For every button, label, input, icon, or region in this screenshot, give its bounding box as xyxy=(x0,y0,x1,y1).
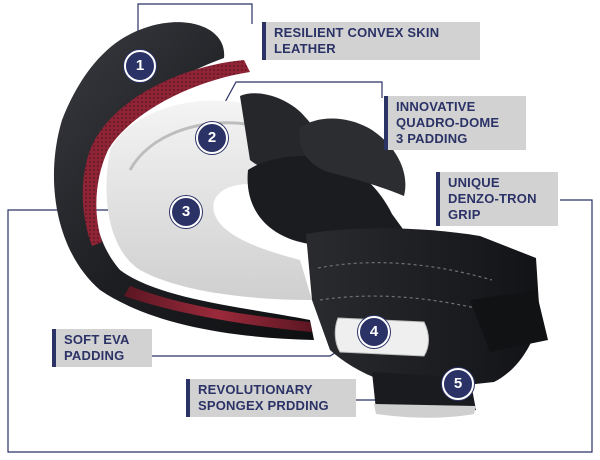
callout-text-2: INNOVATIVE QUADRO-DOME 3 PADDING xyxy=(396,99,500,146)
glove-inner-grip xyxy=(247,155,408,247)
callout-label-3: UNIQUE DENZO-TRON GRIP xyxy=(436,172,558,226)
callout-text-1: RESILIENT CONVEX SKIN LEATHER xyxy=(274,25,440,56)
callout-text-3: UNIQUE DENZO-TRON GRIP xyxy=(448,175,537,222)
glove-red-lining xyxy=(82,60,250,246)
callout-label-1: RESILIENT CONVEX SKIN LEATHER xyxy=(262,22,480,60)
callout-marker-1: 1 xyxy=(124,50,156,82)
callout-marker-2: 2 xyxy=(196,122,228,154)
leader-line-3 xyxy=(7,199,593,453)
glove-spongex-face xyxy=(374,404,476,418)
glove-strap xyxy=(470,290,548,352)
glove-outer-shell xyxy=(53,22,314,341)
callout-marker-4: 4 xyxy=(358,316,390,348)
leader-line-1 xyxy=(137,3,253,52)
glove-cuff-stitch xyxy=(317,262,493,281)
callout-label-2: INNOVATIVE QUADRO-DOME 3 PADDING xyxy=(384,96,526,150)
callout-text-5: REVOLUTIONARY SPONGEX PRDDING xyxy=(198,382,329,413)
glove-red-lining-lower xyxy=(124,286,312,332)
callout-marker-3: 3 xyxy=(170,196,202,228)
glove-inner-fist xyxy=(240,93,317,173)
glove-thumb xyxy=(299,118,406,196)
callout-marker-5: 5 xyxy=(442,368,474,400)
callout-label-4: SOFT EVA PADDING xyxy=(52,329,152,367)
callout-label-5: REVOLUTIONARY SPONGEX PRDDING xyxy=(186,379,356,417)
callout-text-4: SOFT EVA PADDING xyxy=(64,332,130,363)
